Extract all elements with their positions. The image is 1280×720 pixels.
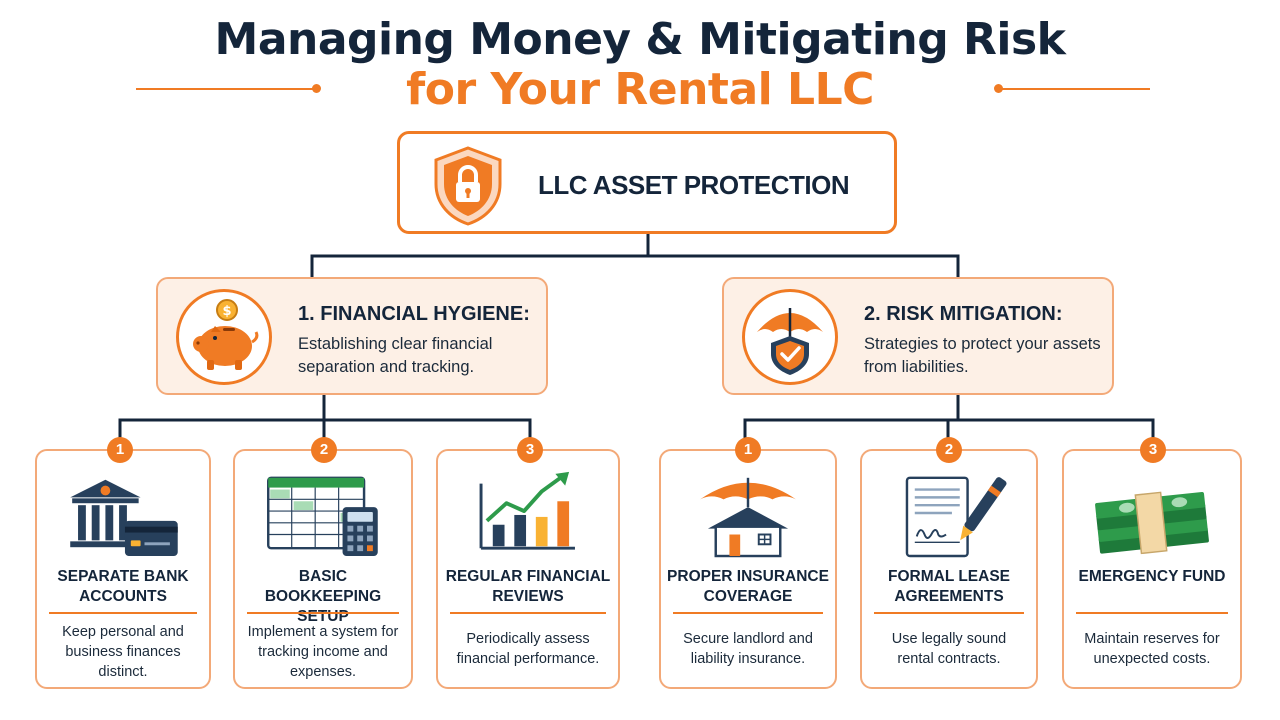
card-separate-bank-accounts: SEPARATE BANK ACCOUNTS Keep personal and… bbox=[35, 449, 211, 689]
card-title: SEPARATE BANK ACCOUNTS bbox=[57, 568, 189, 605]
page-title: Managing Money & Mitigating Risk bbox=[214, 14, 1066, 65]
root-label: LLC ASSET PROTECTION bbox=[538, 170, 850, 200]
category-risk-mitigation: 2. RISK MITIGATION: Strategies to protec… bbox=[722, 277, 1114, 395]
bank-card-icon bbox=[70, 479, 178, 556]
step-badge: 2 bbox=[311, 437, 337, 463]
category-icon-frame bbox=[742, 289, 838, 385]
category-description: Establishing clear financial separation … bbox=[298, 335, 493, 376]
title-dot-left bbox=[312, 84, 321, 93]
piggy-bank-icon: $ bbox=[193, 299, 259, 370]
card-description: Keep personal and business finances dist… bbox=[62, 624, 184, 680]
card-title: EMERGENCY FUND bbox=[1078, 568, 1226, 585]
card-title: REGULAR FINANCIAL REVIEWS bbox=[445, 568, 611, 605]
spreadsheet-calculator-icon bbox=[267, 476, 378, 557]
category-title: 1. FINANCIAL HYGIENE: bbox=[298, 303, 530, 325]
category-title: 2. RISK MITIGATION: bbox=[864, 303, 1063, 325]
card-description: Periodically assess financial performanc… bbox=[456, 631, 600, 667]
step-badge: 3 bbox=[517, 437, 543, 463]
step-badge: 1 bbox=[735, 437, 761, 463]
card-divider bbox=[1076, 612, 1228, 614]
card-description: Use legally sound rental contracts. bbox=[891, 631, 1007, 667]
card-divider bbox=[49, 612, 197, 614]
category-icon-frame: $ bbox=[176, 289, 272, 385]
card-formal-lease-agreements: FORMAL LEASE AGREEMENTS Use legally soun… bbox=[860, 449, 1038, 689]
contract-pen-icon bbox=[905, 476, 1007, 558]
card-divider bbox=[874, 612, 1024, 614]
card-divider bbox=[450, 612, 606, 614]
card-description: Maintain reserves for unexpected costs. bbox=[1084, 631, 1220, 667]
page-subtitle: for Your Rental LLC bbox=[406, 64, 874, 115]
card-description: Implement a system for tracking income a… bbox=[247, 624, 399, 680]
card-title: BASIC BOOKKEEPING SETUP bbox=[264, 568, 382, 625]
umbrella-shield-icon bbox=[757, 308, 823, 375]
card-title: FORMAL LEASE AGREEMENTS bbox=[888, 568, 1010, 605]
card-basic-bookkeeping: BASIC BOOKKEEPING SETUP Implement a syst… bbox=[233, 449, 413, 689]
growth-chart-icon bbox=[479, 471, 575, 550]
step-badge: 3 bbox=[1140, 437, 1166, 463]
card-emergency-fund: EMERGENCY FUND Maintain reserves for une… bbox=[1062, 449, 1242, 689]
shield-lock-icon bbox=[434, 146, 502, 226]
card-regular-financial-reviews: REGULAR FINANCIAL REVIEWS Periodically a… bbox=[436, 449, 620, 689]
card-description: Secure landlord and liability insurance. bbox=[683, 631, 813, 667]
category-financial-hygiene: $ 1. FINANCIAL HYGIENE: Establishing cle… bbox=[156, 277, 548, 395]
title-dot-right bbox=[994, 84, 1003, 93]
card-title: PROPER INSURANCE COVERAGE bbox=[667, 568, 829, 605]
step-badge: 2 bbox=[936, 437, 962, 463]
cash-stack-icon bbox=[1095, 491, 1209, 555]
card-proper-insurance-coverage: PROPER INSURANCE COVERAGE Secure landlor… bbox=[659, 449, 837, 689]
card-divider bbox=[673, 612, 823, 614]
svg-text:$: $ bbox=[222, 304, 231, 319]
root-node: LLC ASSET PROTECTION bbox=[397, 131, 897, 234]
title-rule-right bbox=[1000, 88, 1150, 90]
umbrella-house-icon bbox=[700, 477, 796, 558]
card-divider bbox=[247, 612, 399, 614]
step-badge: 1 bbox=[107, 437, 133, 463]
category-description: Strategies to protect your assets from l… bbox=[864, 335, 1101, 376]
title-rule-left bbox=[136, 88, 316, 90]
